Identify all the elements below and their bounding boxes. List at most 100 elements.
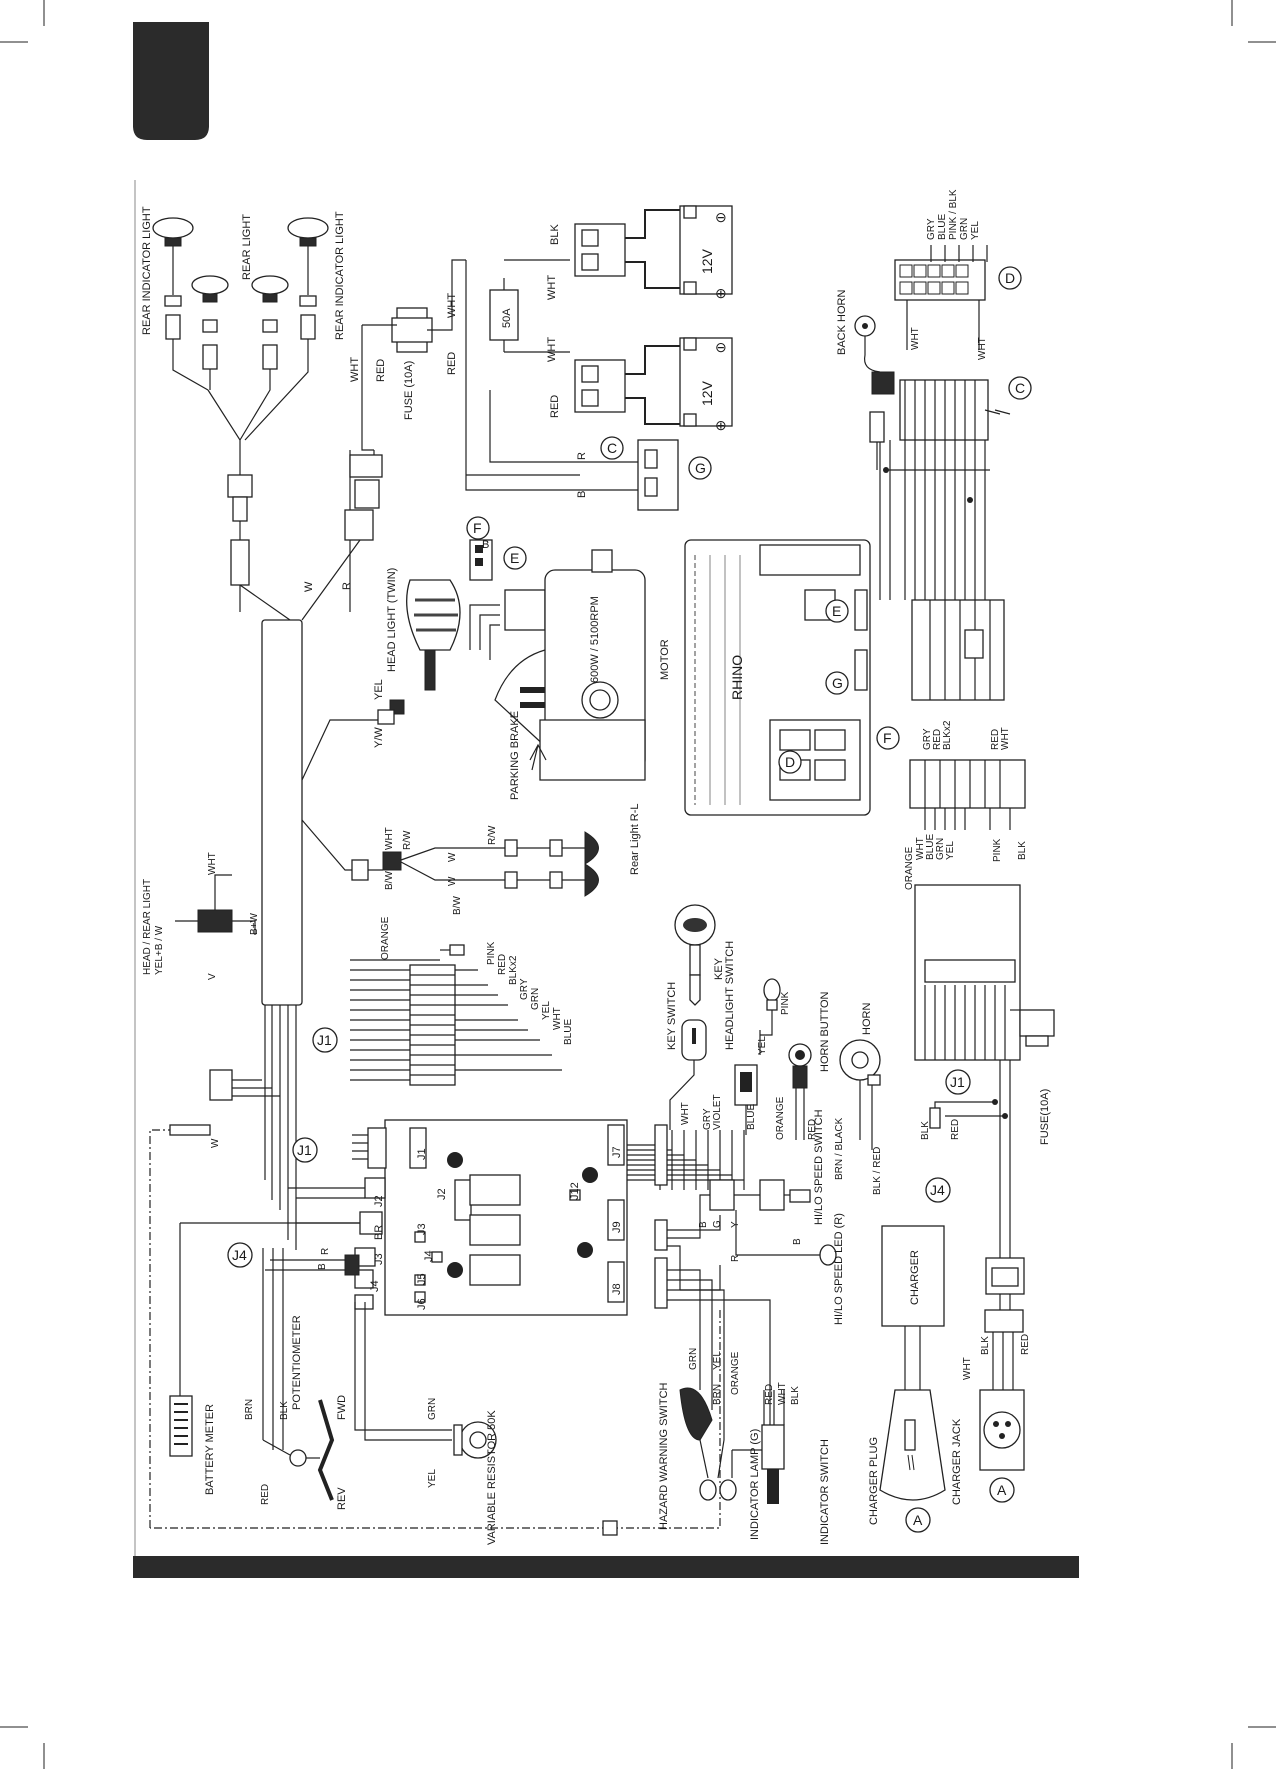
fuse-10a-bottom: FUSE(10A) <box>1039 1089 1051 1145</box>
pot-red: RED <box>260 1484 271 1505</box>
hb-orange: ORANGE <box>775 1096 786 1140</box>
horn-blk-red: BLK / RED <box>872 1147 883 1195</box>
horn-button-label: HORN BUTTON <box>819 991 831 1072</box>
hb-red: RED <box>807 1119 818 1140</box>
j1-wire-6: YEL <box>541 1001 552 1020</box>
d-wire-1: BLUE <box>937 214 948 240</box>
bottom-wire-1: WHT <box>915 837 926 860</box>
red-battery: RED <box>549 395 561 418</box>
horn-label: HORN <box>861 1003 873 1035</box>
battery-bottom-minus: ⊖ <box>715 339 727 355</box>
conn-j1-board-label: J1 <box>297 1142 312 1158</box>
rear-light-label: REAR LIGHT <box>241 214 253 280</box>
hilo-led-label: HI/LO SPEED LED (R) <box>833 1213 845 1325</box>
b-brake: B <box>482 539 489 551</box>
charger-plug-label: CHARGER PLUG <box>868 1437 880 1525</box>
j2-side: J2 <box>373 1195 385 1207</box>
w-a: W <box>447 852 458 862</box>
j1-connector: J1 ORANGE PINK RED BLKx2 GRY GRN YEL WHT… <box>312 916 574 1086</box>
board-j6: J6 <box>416 1298 428 1310</box>
variable-resistor: GRN YEL VARIABLE RESISTOR 50K <box>354 1302 498 1545</box>
bw-hr: B+W <box>249 912 260 935</box>
rev-label: REV <box>336 1487 348 1510</box>
fuse-50a-label: 50A <box>501 308 513 328</box>
fuse-10a-label: FUSE (10A) <box>403 361 415 420</box>
wht-hr: WHT <box>207 852 218 875</box>
head-rear-light-label: HEAD / REAR LIGHT <box>142 879 153 975</box>
b-c-label: B <box>576 491 588 498</box>
bw-b: B/W <box>452 896 463 915</box>
d-wire-0: GRY <box>926 218 937 240</box>
hilo-speed-switch: B G Y R B HI/LO SPEED SWITCH HI/LO SPEED… <box>667 1109 845 1325</box>
wht-fuse-in: WHT <box>349 357 361 382</box>
var-yel: YEL <box>427 1469 438 1488</box>
battery-top: 12V ⊖ ⊕ <box>574 205 733 301</box>
cj-blk: BLK <box>980 1336 991 1355</box>
control-board: J1 J2 J3 J4 J5 J6 J7 J8 J9 J12 J1 BR J2 … <box>179 1119 744 1396</box>
board-j2: J2 <box>436 1188 448 1200</box>
charger-jack: A CHARGER JACK WHT BLK RED <box>951 1334 1031 1505</box>
cj-wht: WHT <box>962 1357 973 1380</box>
r-c-label: R <box>576 452 588 460</box>
battery-top-plus: ⊕ <box>715 285 727 301</box>
rear-light-right <box>251 275 289 370</box>
bottom-wire-2: BLUE <box>925 834 936 860</box>
key-label: KEY <box>713 957 725 980</box>
conn-g-label: G <box>695 460 706 476</box>
main-harness: W R <box>239 539 380 1250</box>
yel-head: YEL <box>373 679 385 700</box>
wht-fuse-out: WHT <box>446 293 458 318</box>
board-j7: J7 <box>611 1146 623 1158</box>
battery-bottom-voltage: 12V <box>699 380 715 406</box>
headlight-switch-label: HEADLIGHT SWITCH <box>724 941 736 1050</box>
rear-lights-group: REAR INDICATOR LIGHT REAR LIGHT REAR IND… <box>141 206 346 612</box>
board-j8: J8 <box>611 1283 623 1295</box>
b-j4: B <box>317 1263 328 1270</box>
blk-label: BLK <box>1017 841 1028 860</box>
key-switch-label: KEY SWITCH <box>666 982 678 1050</box>
charger-label: CHARGER <box>909 1250 921 1305</box>
blk-battery: BLK <box>549 224 561 245</box>
hs-pink: PINK <box>780 991 791 1015</box>
back-horn: BACK HORN <box>836 290 895 395</box>
rear-indicator-light-left-label: REAR INDICATOR LIGHT <box>141 206 153 335</box>
rear-light-rl: WHT R/W B/W R/W W W B/W Rear Light R-L <box>351 803 641 915</box>
j1-wire-8: BLUE <box>563 1019 574 1045</box>
j1-wire-0: ORANGE <box>380 916 391 960</box>
w-b: W <box>447 876 458 886</box>
pot-blk: BLK <box>279 1401 290 1420</box>
conn-f-ctrl-label: F <box>883 730 892 746</box>
f-wire-a-2: BLKx2 <box>942 720 953 750</box>
j1-wire-1: PINK <box>486 941 497 965</box>
red-fuse-in: RED <box>375 359 387 382</box>
f-wire-b-1: WHT <box>1000 727 1011 750</box>
d-wire-2: PINK / BLK <box>948 189 959 240</box>
harness-right: C <box>869 376 1032 701</box>
ind-blk: BLK <box>790 1386 801 1405</box>
wht-50a-bottom: WHT <box>546 337 558 362</box>
hs-yel: YEL <box>757 1036 768 1055</box>
d-wht-a: WHT <box>910 327 921 350</box>
r-main: R <box>341 582 353 590</box>
var-grn: GRN <box>427 1398 438 1420</box>
board-j1: J1 <box>416 1148 428 1160</box>
ks-wire-1: GRY <box>702 1108 713 1130</box>
battery-bottom: 12V ⊖ ⊕ <box>574 337 733 433</box>
cj-red: RED <box>1020 1334 1031 1355</box>
motor-rating: 600W / 5100RPM <box>589 596 601 683</box>
rw-rl: R/W <box>402 830 413 850</box>
j1-wire-5: GRN <box>530 988 541 1010</box>
j3-side: J3 <box>373 1253 385 1265</box>
w-dash: W <box>210 1138 221 1148</box>
conn-j1-label: J1 <box>950 1074 965 1090</box>
horn-brn-black: BRN / BLACK <box>834 1117 845 1180</box>
j9-g: G <box>712 1220 723 1228</box>
bottom-wire-0: ORANGE <box>904 846 915 890</box>
f-wire-a-1: RED <box>932 729 943 750</box>
conn-j1-top-label: J1 <box>317 1032 332 1048</box>
battery-harness-block: FUSE(10A) <box>914 884 1055 1280</box>
pot-brn: BRN <box>244 1399 255 1420</box>
f-wire-a-0: GRY <box>922 728 933 750</box>
bottom-wire-4: YEL <box>945 841 956 860</box>
